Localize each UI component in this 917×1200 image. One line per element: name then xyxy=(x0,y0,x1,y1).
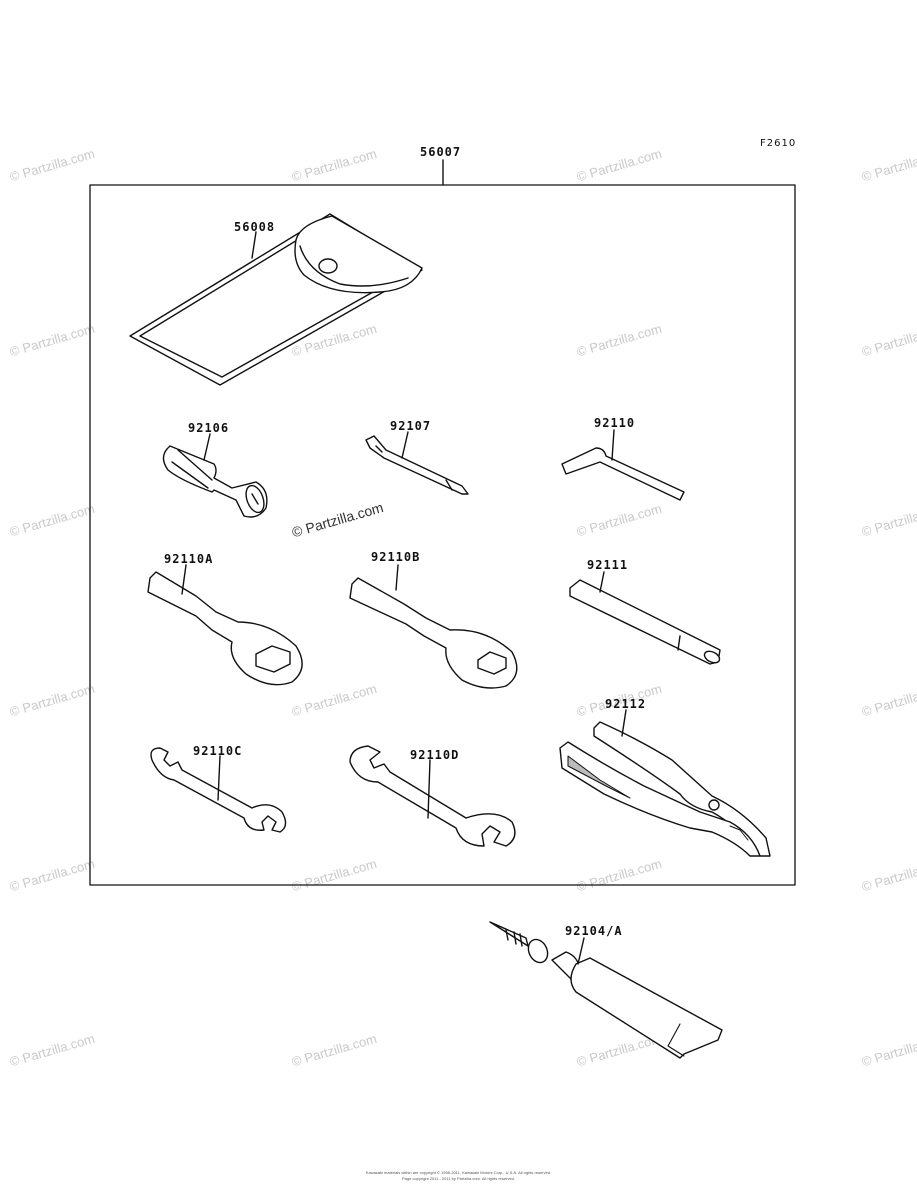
leader-92106 xyxy=(203,433,211,461)
leader-56008 xyxy=(251,231,257,259)
leader-92110 xyxy=(611,429,615,461)
label-92110c: 92110C xyxy=(193,744,243,758)
label-92110d: 92110D xyxy=(410,748,460,762)
label-92111: 92111 xyxy=(587,558,629,572)
label-92112: 92112 xyxy=(605,697,647,711)
label-56008: 56008 xyxy=(234,220,276,234)
leader-92110c xyxy=(217,755,221,801)
tool-92110-drawing xyxy=(561,429,685,501)
figure-code: F2610 xyxy=(760,138,797,149)
leader-92111 xyxy=(599,571,605,593)
leader-92112 xyxy=(621,709,627,737)
copyright-line-2: Page copyright 2011 - 2011 by Partzilla.… xyxy=(401,1176,516,1181)
tool-92106-drawing xyxy=(162,433,268,518)
tool-92110a-drawing xyxy=(147,564,303,686)
label-92110a: 92110A xyxy=(164,552,214,566)
tool-case-drawing xyxy=(129,213,423,386)
tool-92112-drawing xyxy=(559,709,771,857)
leader-92107 xyxy=(401,431,409,459)
leader-92110b xyxy=(395,564,399,591)
tool-92104-drawing xyxy=(489,921,723,1059)
label-92107: 92107 xyxy=(390,419,432,433)
tool-92111-drawing xyxy=(569,571,721,665)
label-92104a: 92104/A xyxy=(565,924,623,938)
tool-92107-drawing xyxy=(365,431,469,495)
leader-92110a xyxy=(181,564,187,595)
label-56007: 56007 xyxy=(420,145,462,159)
leader-92104 xyxy=(577,937,585,965)
tool-92110b-drawing xyxy=(349,564,518,689)
leader-92110d xyxy=(427,759,431,819)
tool-92110d-drawing xyxy=(349,745,516,847)
label-92110: 92110 xyxy=(594,416,636,430)
copyright-line-1: Kawasaki materials within are copyright … xyxy=(365,1170,552,1175)
tool-92110c-drawing xyxy=(150,747,287,833)
label-92106: 92106 xyxy=(188,421,230,435)
label-92110b: 92110B xyxy=(371,550,421,564)
